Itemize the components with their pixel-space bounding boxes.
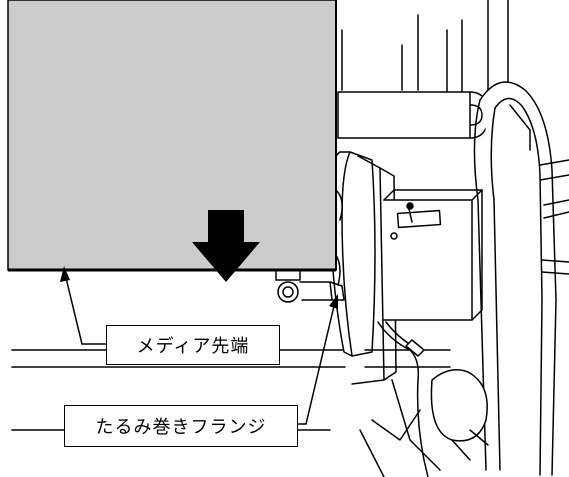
support-rods [341,0,509,96]
media-sheet [7,0,337,271]
side-bracket [473,81,569,476]
cable-and-lower-motor [359,321,489,477]
leader-media-edge [65,277,106,345]
leader-arrowhead-media-edge [60,266,70,282]
label-media-edge: メディア先端 [106,325,280,365]
down-arrow-icon [192,210,260,282]
leader-takeup-flange [296,305,335,425]
takeup-shaft [337,91,489,139]
label-takeup-flange: たるみ巻きフランジ [64,405,298,447]
motor-box [383,189,483,321]
leader-arrowhead-takeup-flange [329,294,338,309]
